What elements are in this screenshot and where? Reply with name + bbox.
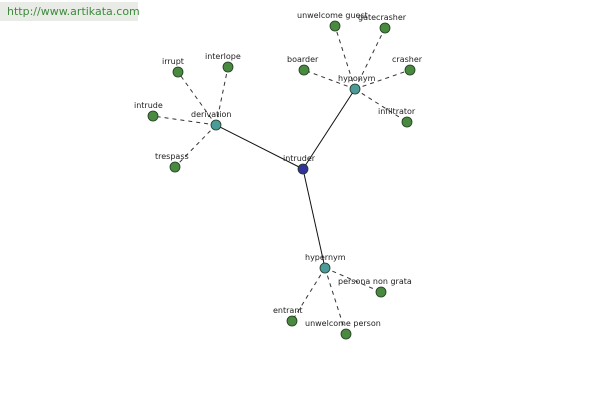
node-persona-non-grata[interactable] [375,286,387,298]
node-gatecrasher[interactable] [379,22,391,34]
label-gatecrasher: gatecrasher [358,13,407,22]
label-infiltrator: infiltrator [378,107,416,116]
edge-hypernym-unwelcome-person [324,267,347,335]
label-intruder: intruder [283,154,316,163]
label-boarder: boarder [287,55,319,64]
edge-hyponym-boarder [303,69,356,90]
label-irrupt: irrupt [162,57,184,66]
node-hyponym[interactable] [349,83,361,95]
node-entrant[interactable] [286,315,298,327]
edge-intruder-derivation [215,124,304,170]
edge-derivation-interlope [215,66,229,126]
edge-hypernym-entrant [291,267,326,322]
node-boarder[interactable] [298,64,310,76]
edge-hyponym-unwelcome-guest [334,25,356,90]
edge-intruder-hypernym [302,168,326,269]
node-irrupt[interactable] [172,66,184,78]
graph-edges [152,25,411,335]
graph-nodes [147,20,416,340]
node-infiltrator[interactable] [401,116,413,128]
node-hypernym[interactable] [319,262,331,274]
label-entrant: entrant [273,306,303,315]
label-trespass: trespass [155,152,189,161]
label-hyponym: hyponym [338,74,376,83]
graph-labels: intruder derivation hyponym hypernym irrupt i… [134,11,423,328]
label-unwelcome-guest: unwelcome guest [297,11,368,20]
edge-derivation-intrude [152,115,217,126]
label-crasher: crasher [392,55,423,64]
edge-derivation-trespass [174,124,217,168]
edge-hypernym-persona-non-grata [324,267,382,293]
node-unwelcome-person[interactable] [340,328,352,340]
node-interlope[interactable] [222,61,234,73]
label-persona-non-grata: persona non grata [338,277,412,286]
label-unwelcome-person: unwelcome person [305,319,381,328]
node-crasher[interactable] [404,64,416,76]
edge-hyponym-infiltrator [354,88,408,123]
label-interlope: interlope [205,52,241,61]
edge-derivation-irrupt [177,71,217,126]
label-intrude: intrude [134,101,163,110]
node-unwelcome-guest[interactable] [329,20,341,32]
watermark-url: http://www.artikata.com [0,2,140,21]
node-intrude[interactable] [147,110,159,122]
edge-hyponym-gatecrasher [354,27,386,90]
edge-intruder-hyponym [302,88,356,170]
label-derivation: derivation [191,110,231,119]
node-derivation[interactable] [210,119,222,131]
edge-hyponym-crasher [354,69,411,90]
node-trespass[interactable] [169,161,181,173]
label-hypernym: hypernym [305,253,346,262]
node-intruder[interactable] [297,163,309,175]
